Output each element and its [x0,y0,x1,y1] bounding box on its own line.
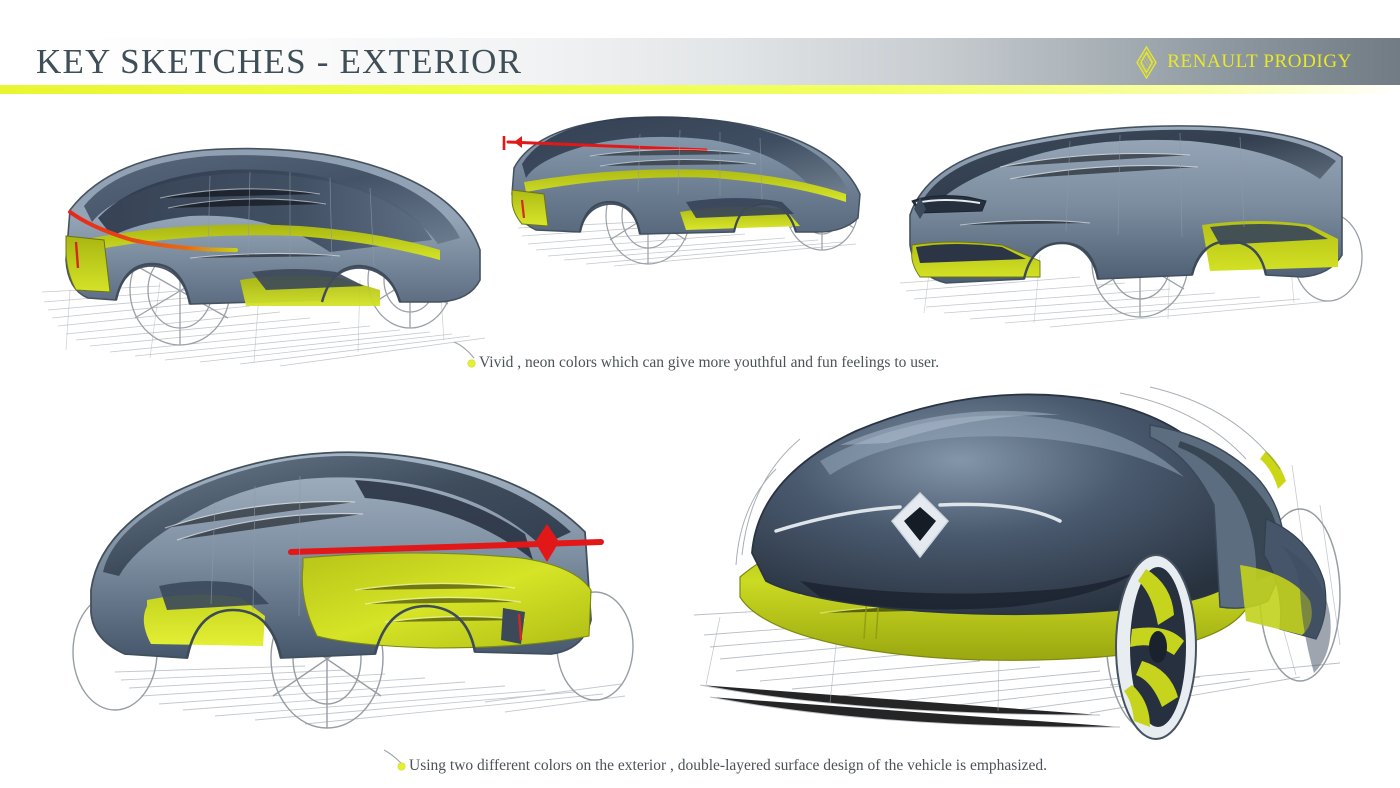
brand-name: RENAULT PRODIGY [1167,51,1352,72]
front-wheel-arch [185,608,283,659]
red-arrow-annotation [502,136,708,152]
ground-hatch [693,608,1341,728]
title-underline-rule [0,85,1400,94]
roof-panel [522,116,848,194]
rear-wheel-shadow [1280,545,1331,673]
lower-air-dam [800,571,1138,610]
caption-bullet [398,762,405,770]
rear-wheel-arch [373,604,477,655]
side-shadow-panel [1210,224,1328,245]
caption-text: Vivid , neon colors which can give more … [479,354,940,371]
rear-lime-panel [65,235,111,293]
caption-bullet [468,359,475,367]
rear-lower-lime [1240,565,1312,635]
rear-lamp-stripe [74,241,80,269]
rear-wheel-arch [114,262,192,305]
front-badge-recess [914,197,926,219]
caption-leader-line-2 [383,749,403,765]
sketch-rear-three-quarter-low [500,108,880,323]
ground-hatch [899,272,1331,328]
sketch-rear-three-quarter-left [40,140,500,390]
sketch-front-view [680,385,1360,755]
side-lime-sliver [1260,451,1286,489]
front-wheel-arch [320,264,402,303]
ground-hatch [114,665,626,725]
brand-lockup: RENAULT PRODIGY [1135,45,1352,79]
front-intake-shadow [916,244,1026,263]
ground-hatch [41,285,486,367]
rear-wheel-arch [1190,239,1268,276]
caption-text: Using two different colors on the exteri… [409,757,1048,774]
caption-leader-line-1 [453,341,475,359]
front-wheel-arch [732,200,798,233]
header-gradient-band [0,38,1400,85]
hood-reflection [840,410,1060,445]
renault-diamond-icon [1136,45,1157,79]
front-chrome-bar [774,502,1062,533]
sketch-rear-three-quarter-tall [55,440,635,750]
taillight-line [68,210,238,252]
rear-lamp-stripe [520,199,526,219]
wheel-spoke-lime-4 [1124,685,1150,727]
renault-badge-icon [891,491,949,559]
hood-highlight [820,415,1184,477]
roof-panel [103,456,571,576]
front-wheel [1115,554,1197,740]
caption-neon-colors: Vivid , neon colors which can give more … [468,354,939,372]
front-shadow-panel [159,581,269,610]
rear-lime-panel [511,189,549,227]
page-title: KEY SKETCHES - EXTERIOR [36,42,523,81]
caption-two-colors: Using two different colors on the exteri… [398,757,1047,775]
sketch-front-three-quarter [890,105,1363,355]
shoulder-lime-graphic [92,224,440,260]
rear-lamp-stripe [517,613,523,641]
rear-glass [355,480,533,560]
red-shoulder-annotation [288,524,604,562]
wheel-spoke-lime-1 [1138,569,1174,625]
rear-wheel-arch [578,200,642,235]
wheel-hub [1149,631,1167,663]
side-glass [1178,441,1281,581]
wheel-spoke-lime-3 [1136,661,1178,707]
shoulder-lime-graphic [524,169,846,202]
front-wheel-arch [1022,241,1100,280]
hood-panel [918,129,1336,209]
